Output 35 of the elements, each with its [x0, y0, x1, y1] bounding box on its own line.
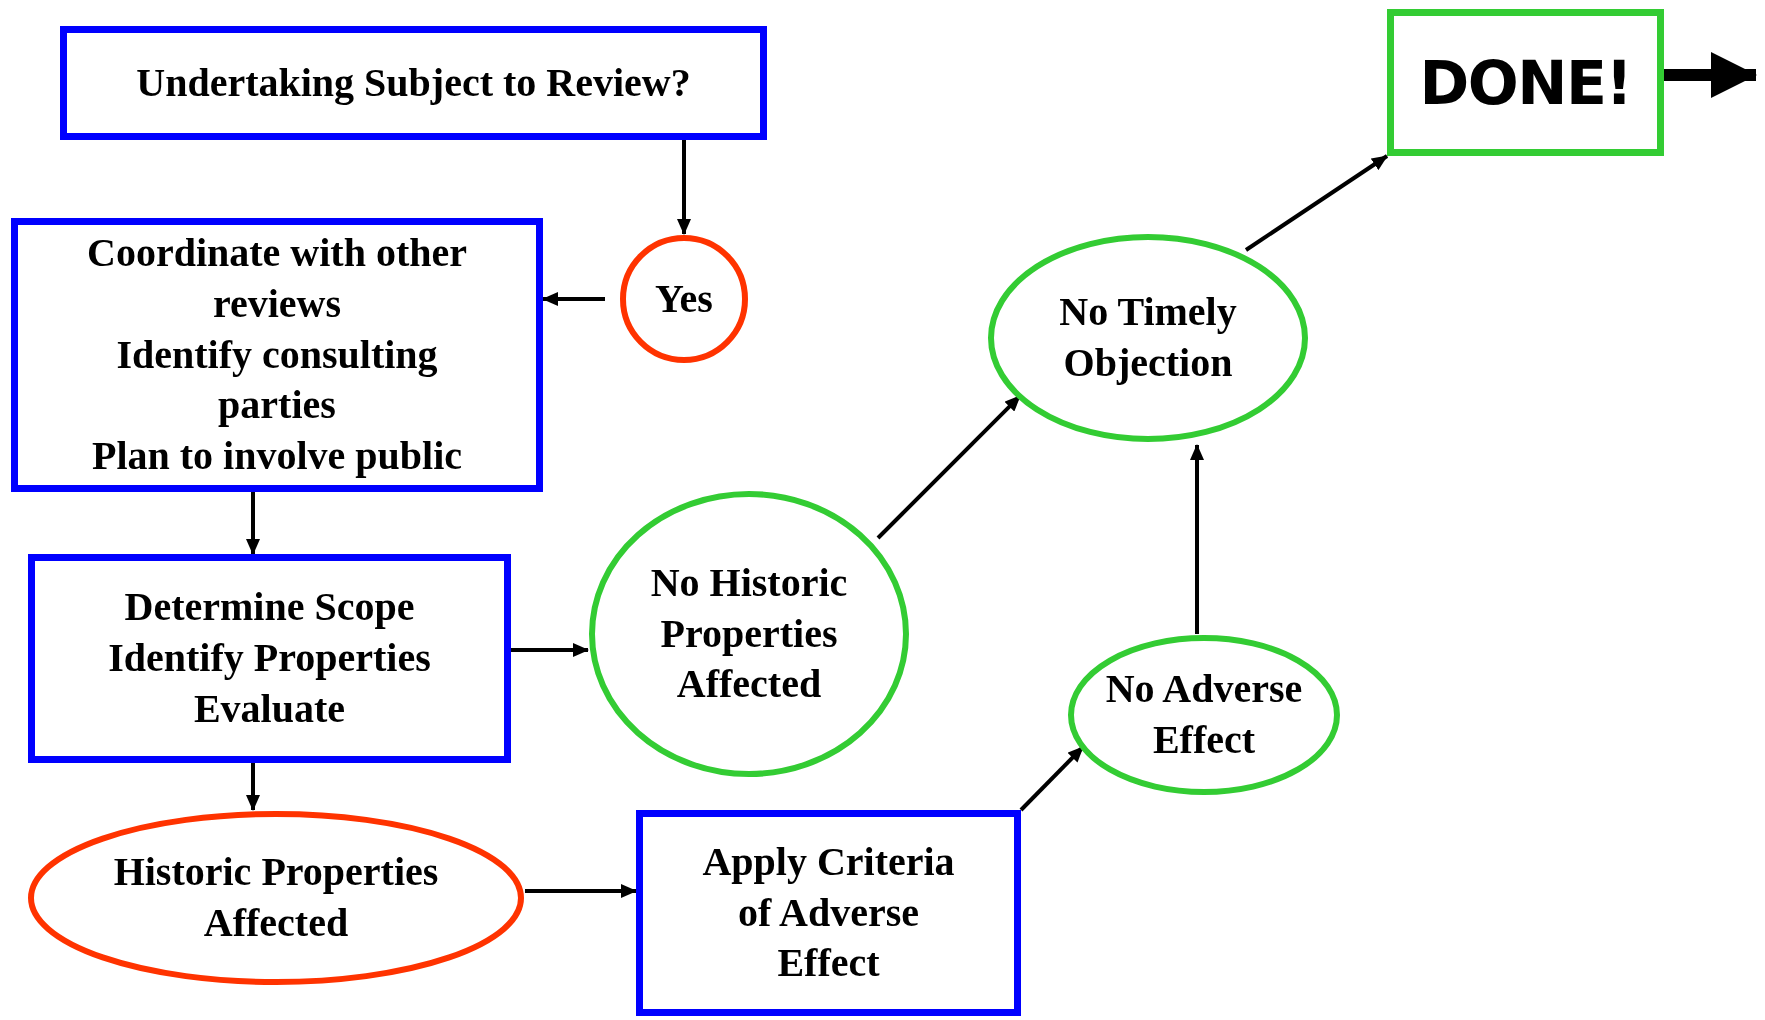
node-text: Apply Criteria of Adverse Effect: [701, 837, 956, 988]
outcome-ellipse: [987, 233, 1309, 443]
node-text: No Adverse Effect: [1104, 665, 1304, 764]
node-text: DONE!: [1419, 52, 1632, 113]
arrow: [1019, 745, 1085, 812]
process-box: [28, 554, 511, 763]
arrow: [246, 492, 260, 555]
arrow: [876, 394, 1022, 540]
arrow: [246, 763, 260, 811]
arrow: [511, 643, 589, 657]
node-text: Identify Properties: [108, 634, 431, 683]
arrow: [1664, 52, 1757, 98]
arrow: [525, 884, 637, 898]
outcome-ellipse: [1067, 634, 1341, 796]
done-box: [1387, 9, 1664, 156]
node-text: Coordinate with other reviews: [86, 229, 468, 328]
node-text: Evaluate: [193, 684, 346, 733]
arrow: [542, 292, 605, 306]
node-text: Historic Properties Affected: [112, 848, 440, 947]
arrow: [677, 140, 691, 235]
arrow: [1190, 444, 1204, 634]
decision-circle: [619, 234, 749, 364]
outcome-ellipse: [588, 490, 910, 778]
node-text: Yes: [655, 274, 713, 323]
node-text: Plan to involve public: [91, 432, 463, 481]
node-text: No Timely Objection: [1058, 288, 1238, 387]
arrow: [1244, 154, 1389, 252]
process-box: [60, 26, 767, 140]
node-text: Undertaking Subject to Review?: [136, 58, 691, 107]
node-text: No Historic Properties Affected: [649, 558, 849, 709]
process-box: [636, 810, 1021, 1016]
outcome-ellipse: [27, 810, 525, 986]
node-text: Identify consulting parties: [115, 330, 439, 430]
node-text: Determine Scope: [124, 583, 415, 632]
process-box: [11, 218, 543, 492]
